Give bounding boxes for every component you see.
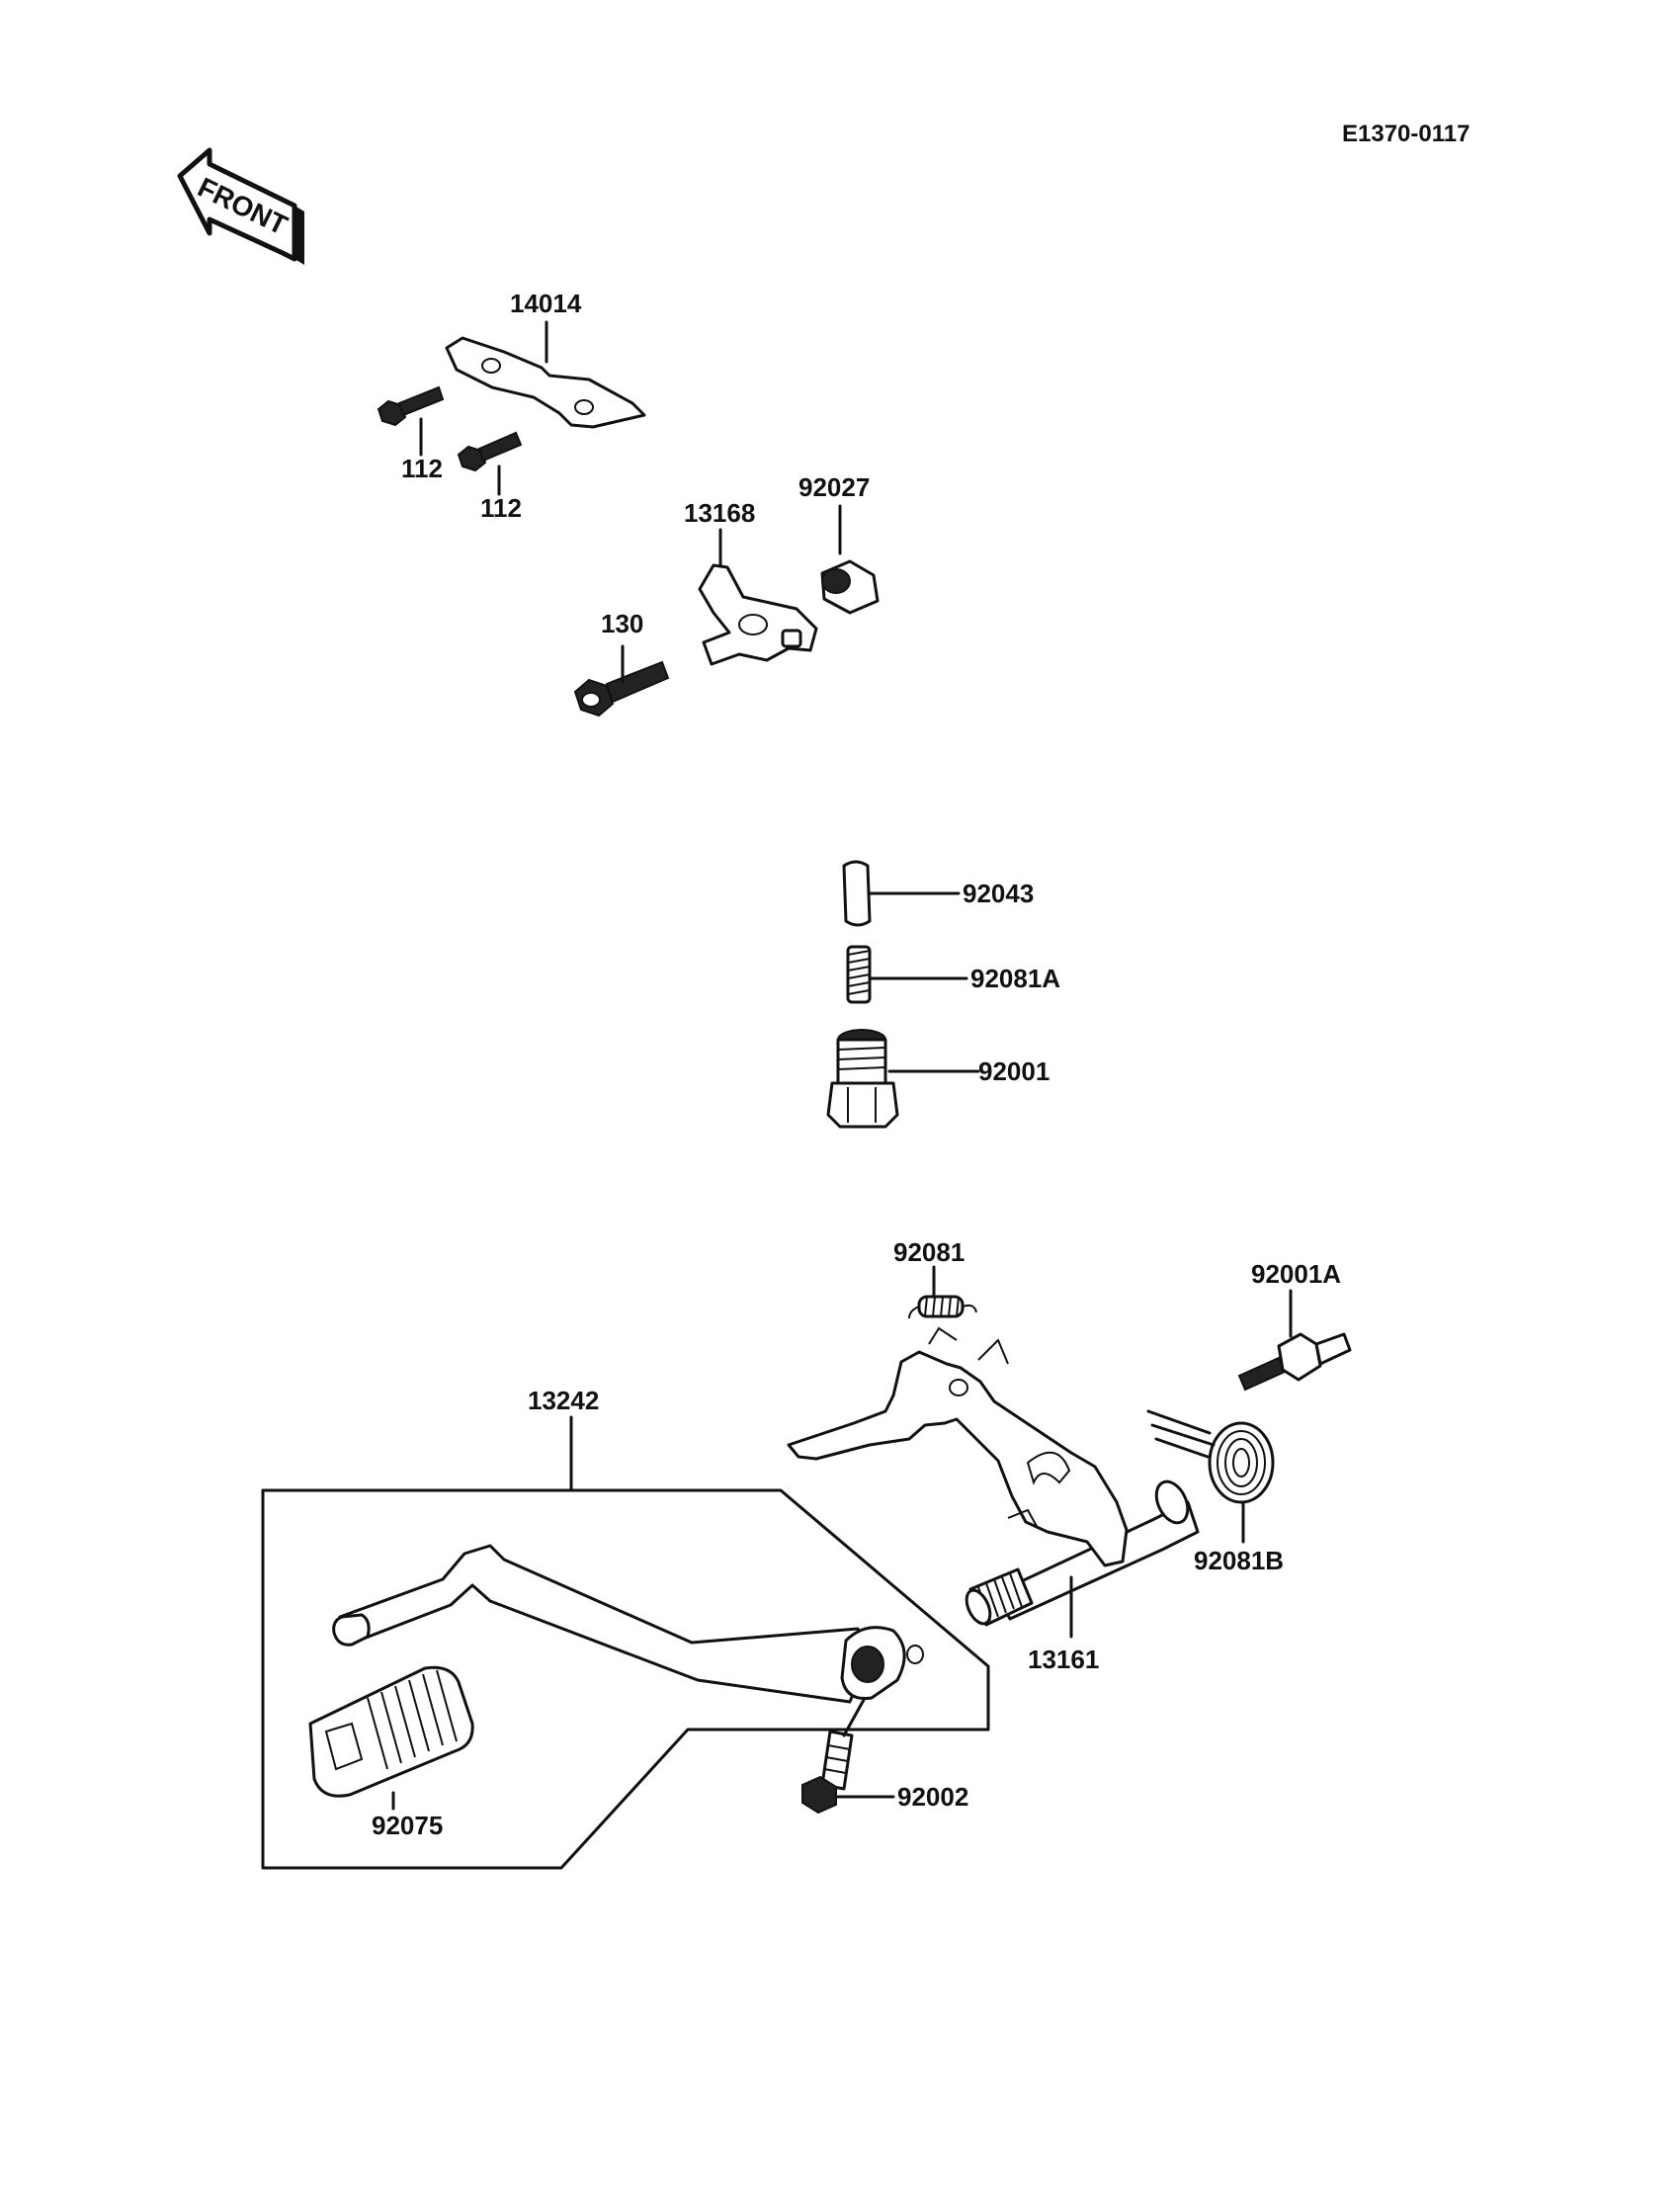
label-13168: 13168 bbox=[684, 498, 755, 528]
part-92081b-torsion-spring: 92081B bbox=[1146, 1409, 1284, 1575]
part-92027-bushing: 92027 bbox=[798, 472, 880, 615]
part-92002-bolt: 92002 bbox=[801, 1698, 968, 1815]
part-112-bolt-b: 112 bbox=[457, 431, 523, 523]
label-130: 130 bbox=[601, 609, 643, 638]
label-92081: 92081 bbox=[893, 1237, 965, 1267]
label-92081a: 92081A bbox=[970, 964, 1060, 993]
part-92081-spring: 92081 bbox=[893, 1237, 977, 1319]
label-92075: 92075 bbox=[372, 1811, 443, 1840]
front-arrow-icon: FRONT bbox=[177, 147, 304, 265]
part-13168-lever: 13168 bbox=[684, 498, 818, 666]
label-13161: 13161 bbox=[1028, 1645, 1099, 1674]
label-13242: 13242 bbox=[528, 1386, 599, 1415]
label-14014: 14014 bbox=[510, 289, 582, 318]
label-92001: 92001 bbox=[978, 1056, 1050, 1086]
label-92027: 92027 bbox=[798, 472, 870, 502]
part-92081a-spring: 92081A bbox=[846, 945, 1060, 1004]
part-13161-shift-shaft: 13161 bbox=[787, 1326, 1200, 1674]
diagram-code: E1370-0117 bbox=[1342, 121, 1470, 147]
part-14014-bracket: 14014 bbox=[445, 289, 646, 429]
label-112-b: 112 bbox=[480, 493, 522, 523]
label-92001a: 92001A bbox=[1251, 1259, 1341, 1289]
part-92001-plug: 92001 bbox=[826, 1029, 1050, 1129]
part-112-bolt-a: 112 bbox=[377, 385, 445, 483]
part-92075-pedal-rubber: 92075 bbox=[308, 1665, 474, 1840]
part-130-bolt: 130 bbox=[573, 609, 670, 718]
part-shift-pedal bbox=[332, 1544, 924, 1704]
label-112-a: 112 bbox=[401, 454, 443, 483]
assembly-13242-outline: 13242 bbox=[261, 1386, 990, 1870]
label-92043: 92043 bbox=[963, 879, 1034, 908]
label-92002: 92002 bbox=[897, 1782, 968, 1812]
part-92001a-stud: 92001A bbox=[1237, 1259, 1352, 1392]
part-92043-pin: 92043 bbox=[842, 860, 1034, 927]
label-92081b: 92081B bbox=[1194, 1546, 1284, 1575]
